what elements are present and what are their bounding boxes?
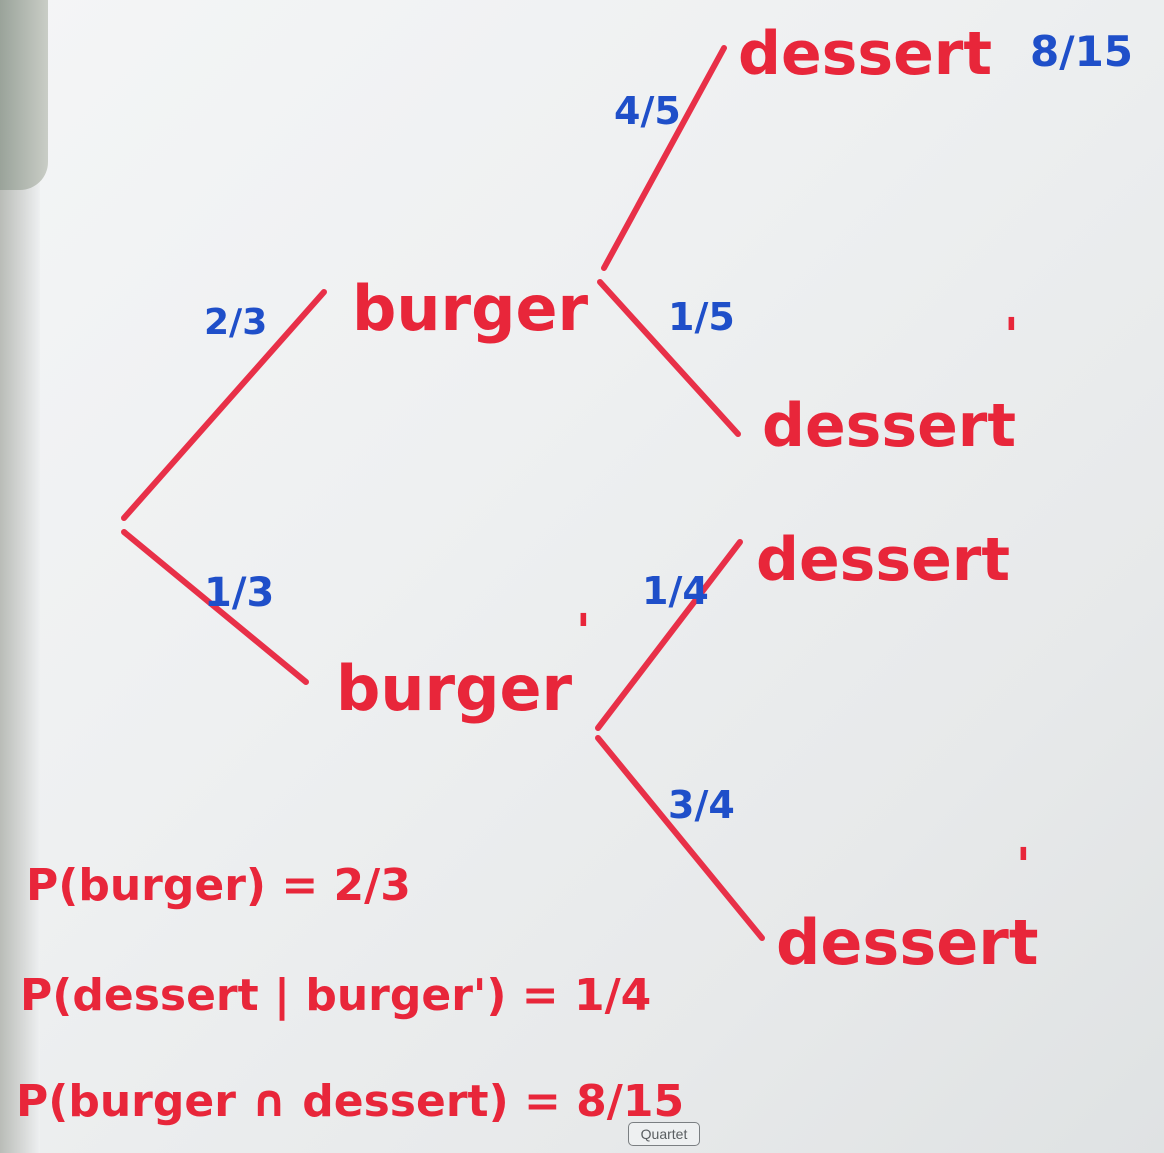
branch-burgerprime-to-dessert [595, 539, 743, 731]
node-dessert-prime-1-mark: ' [1004, 308, 1019, 364]
node-dessert-prime-2-mark: ' [1016, 838, 1031, 894]
branch-root-to-burger-prime [121, 529, 309, 685]
prob-dessert-given-burger: 4/5 [614, 89, 681, 133]
board-corner [0, 0, 48, 190]
prob-burger-prime: 1/3 [204, 570, 274, 616]
prob-dessertprime-given-burgerprime: 3/4 [668, 783, 735, 827]
node-dessert-prime-1: dessert [762, 391, 1016, 461]
branch-burger-to-dessert-prime [597, 279, 741, 437]
node-dessert-2: dessert [756, 525, 1010, 595]
prob-dessertprime-given-burger: 1/5 [668, 295, 735, 339]
node-dessert-1: dessert [738, 19, 992, 89]
node-dessert-prime-2: dessert [776, 906, 1039, 979]
node-burger-prime-mark: ' [576, 604, 591, 660]
equation-2: P(dessert | burger') = 1/4 [20, 970, 651, 1021]
branch-burger-to-dessert [601, 45, 727, 271]
board-brand-logo: Quartet [628, 1122, 700, 1146]
prob-dessert-given-burgerprime: 1/4 [642, 569, 709, 613]
board-edge [0, 0, 40, 1153]
prob-burger: 2/3 [204, 302, 267, 343]
result-burger-and-dessert: 8/15 [1030, 27, 1133, 76]
branch-burgerprime-to-dessert-prime [595, 735, 765, 941]
node-burger-prime: burger [336, 652, 573, 725]
branch-root-to-burger [121, 289, 327, 521]
node-burger: burger [352, 272, 589, 345]
equation-3: P(burger ∩ dessert) = 8/15 [16, 1076, 684, 1127]
equation-1: P(burger) = 2/3 [26, 860, 411, 911]
